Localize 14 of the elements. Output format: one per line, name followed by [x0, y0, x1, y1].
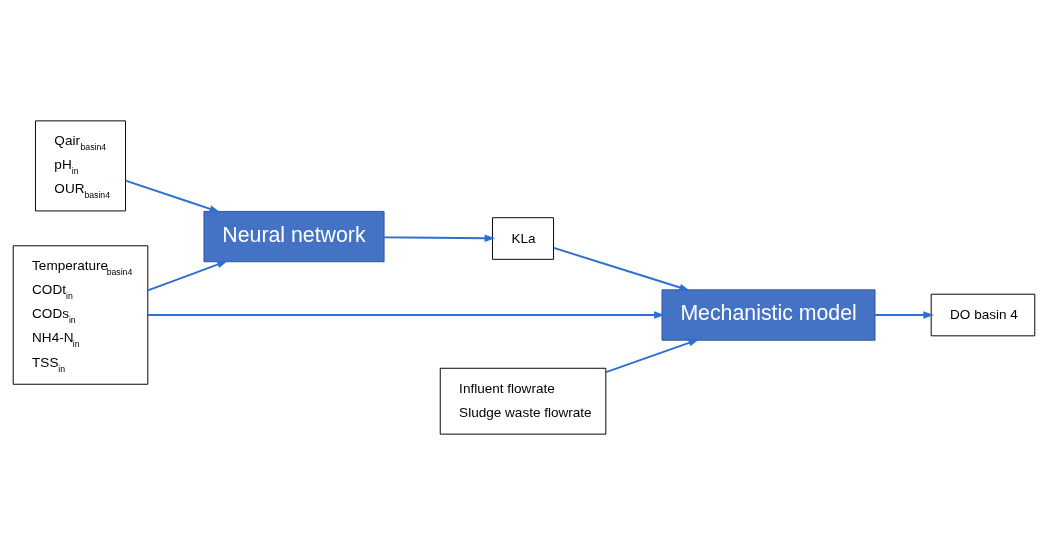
arrow	[146, 311, 665, 319]
arrow	[605, 339, 700, 374]
node-box: DO basin 4	[930, 293, 1036, 337]
arrow	[146, 260, 228, 292]
arrow	[383, 234, 496, 242]
node-box: Qair$_{basin4}$ pH$_{in}$ OUR$_{basin4}$	[35, 120, 126, 212]
node-box: KLa	[492, 217, 554, 260]
node-box: Mechanistic model	[661, 289, 876, 341]
arrow	[874, 311, 934, 319]
node-box: Temperature$_{basin4}$ CODt$_{in}$ CODs$_{in}$ NH4-N$_{in}$ TSS$_{in}$	[12, 245, 149, 385]
node-box: Influent flowrate Sludge waste flowrate	[439, 367, 607, 435]
node-box: Neural network	[203, 210, 385, 263]
arrow	[124, 179, 221, 213]
arrow	[552, 246, 690, 292]
